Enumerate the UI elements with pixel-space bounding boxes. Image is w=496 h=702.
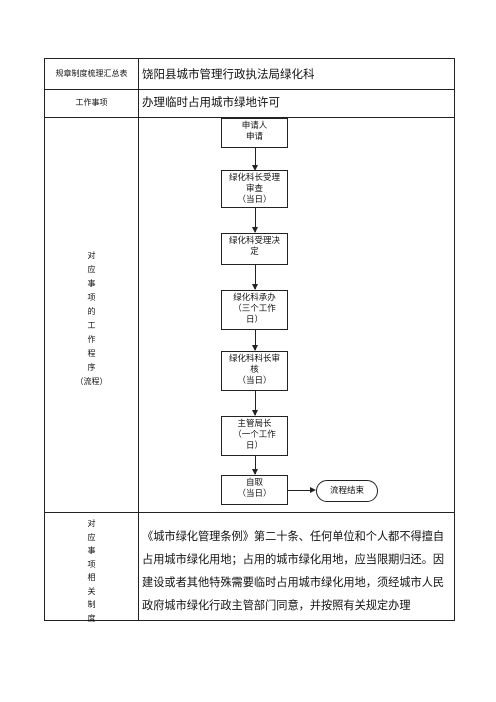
- flow-arrow: [255, 265, 256, 289]
- row-divider: [45, 117, 454, 118]
- regulation-table: 规章制度梳理汇总表 饶阳县城市管理行政执法局绿化科 工作事项 办理临时占用城市绿…: [44, 58, 455, 623]
- header-label: 规章制度梳理汇总表: [55, 69, 128, 78]
- flow-end: 流程结束: [316, 480, 378, 502]
- flow-arrow: [288, 490, 313, 491]
- regulation-text: 《城市绿化管理条例》第二十条、任何单位和个人都不得擅自占用城市绿化用地；占用的城…: [142, 530, 445, 612]
- arrow-head-icon: [251, 469, 258, 475]
- flow-step-director: 主管局长 （一个工作 日）: [221, 416, 288, 456]
- arrow-head-icon: [251, 227, 258, 233]
- item-label: 工作事项: [75, 98, 108, 107]
- flow-arrow: [255, 456, 256, 474]
- arrow-head-icon: [251, 284, 258, 290]
- arrow-head-icon: [251, 345, 258, 351]
- column-divider: [138, 59, 139, 620]
- flow-step-handle: 绿化科承办 （三个工作 日）: [221, 290, 288, 330]
- flow-arrow: [255, 148, 256, 169]
- flow-arrow: [255, 330, 256, 350]
- flow-step-chief-review: 绿化科科长审 核 （当日）: [221, 351, 288, 391]
- item-value: 办理临时占用城市绿地许可: [142, 95, 280, 109]
- arrow-head-icon: [251, 410, 258, 416]
- basis-label: 对 应 事 项 相 关 制 度: [87, 519, 96, 623]
- department-name: 饶阳县城市管理行政执法局绿化科: [142, 67, 315, 81]
- arrow-head-icon: [310, 486, 316, 493]
- procedure-label: 对 应 事 项 的 工 作 程 序 （流程）: [75, 251, 108, 386]
- flow-step-review: 绿化科长受理 审查 （当日）: [221, 170, 288, 208]
- row-divider: [45, 512, 454, 513]
- flow-step-apply: 申请人 申请: [221, 118, 288, 148]
- flow-arrow: [255, 391, 256, 415]
- flow-step-decision: 绿化科受理决 定: [221, 233, 288, 265]
- row-divider: [45, 89, 454, 90]
- flow-arrow: [255, 208, 256, 232]
- arrow-head-icon: [251, 165, 258, 171]
- flow-step-pickup: 自取 （当日）: [221, 475, 288, 505]
